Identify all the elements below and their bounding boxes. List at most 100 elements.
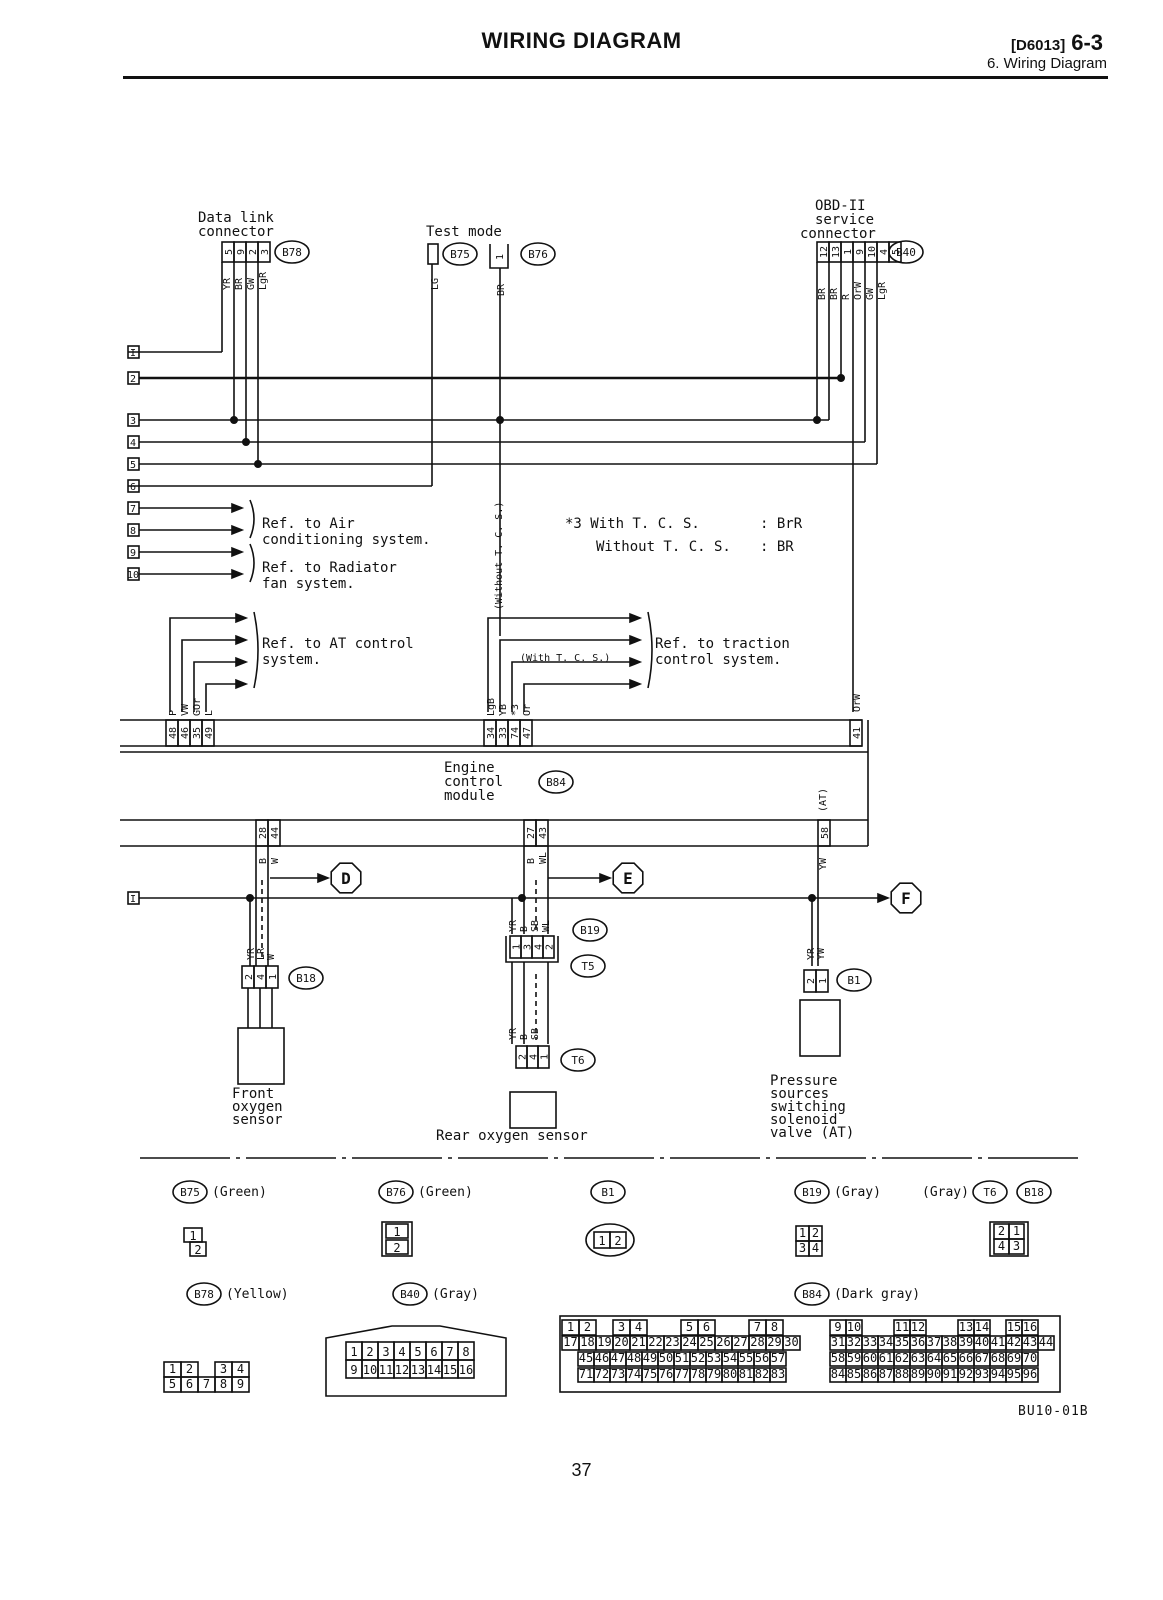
legend-b40-pin: 12 <box>395 1363 409 1377</box>
b18-connector-pin: 2 <box>244 974 255 980</box>
legend-b84-pin: 36 <box>911 1335 925 1349</box>
wire-color: W <box>270 857 281 864</box>
t6-connector-pin: 2 <box>518 1054 529 1060</box>
at-wire <box>169 617 238 712</box>
section-number: 6-3 <box>1071 30 1103 55</box>
ref-at: system. <box>262 652 321 668</box>
b40-connector-pin: 9 <box>855 249 866 255</box>
ref-bracket <box>253 611 259 689</box>
ecm-label: module <box>444 788 495 804</box>
legend-b84-cell <box>769 1351 787 1367</box>
t5-outline <box>505 936 559 963</box>
arrowhead <box>629 612 643 624</box>
valve-body <box>799 999 841 1057</box>
wire-color: YW <box>816 947 827 960</box>
wire-color: WL <box>541 920 552 932</box>
legend-b19-pin: 3 <box>799 1241 806 1255</box>
legend-b84-pin: 42 <box>1007 1335 1021 1349</box>
wire-color: VW <box>180 703 191 716</box>
ecm-label: control <box>444 774 503 790</box>
b78-connector-cell <box>257 241 271 263</box>
legend-b84-top-pin: 14 <box>975 1320 989 1334</box>
legend-b84-top-pin: 8 <box>771 1320 778 1334</box>
legend-b84-badge-outline <box>794 1282 830 1306</box>
t5-badge-outline <box>570 954 606 978</box>
ecm-pins-a-pin: 46 <box>180 727 191 739</box>
b40-connector-pin: 1 <box>843 249 854 255</box>
ecm-pins-c-cell <box>849 719 863 747</box>
front-sensor-label: oxygen <box>232 1099 283 1115</box>
arrowhead <box>629 678 643 690</box>
wire-color: YR <box>508 1027 519 1040</box>
terminal-number: 8 <box>130 526 136 537</box>
legend-b84-top-pin: 11 <box>895 1320 909 1334</box>
b40-connector-pin: 4 <box>879 249 890 255</box>
splice-dot <box>836 373 845 382</box>
legend-b40-badge-outline <box>392 1282 428 1306</box>
wire-color: GOr <box>192 698 203 716</box>
legend-pin: 2 <box>614 1234 621 1248</box>
legend-b78-cell <box>231 1376 250 1393</box>
legend-b84-pin: 71 <box>579 1367 593 1381</box>
ecm-pins-a-pin: 48 <box>168 727 179 739</box>
terminal-box <box>127 457 140 471</box>
ecm-bottom-pin-c-cell <box>817 819 831 847</box>
legend-b40-badge: B40 <box>400 1288 420 1301</box>
ground-d-outline <box>330 862 362 894</box>
legend-b76-color: (Green) <box>418 1185 473 1200</box>
legend-pin: 2 <box>194 1243 201 1257</box>
b19-badge: B19 <box>580 924 600 937</box>
wire-color: YR <box>806 947 817 960</box>
legend-b19-badge-outline <box>794 1180 830 1204</box>
legend-b40-pin: 16 <box>459 1363 473 1377</box>
b75-badge-outline <box>442 242 478 266</box>
legend-b78-pin: 6 <box>186 1377 193 1391</box>
legend-b75-cell <box>189 1241 207 1257</box>
legend-b76-badge: B76 <box>386 1186 406 1199</box>
ref-tcs: control system. <box>655 652 781 668</box>
arrowhead <box>599 872 613 884</box>
wire-color: *3 <box>510 704 521 716</box>
b1-connector-pin: 1 <box>818 978 829 984</box>
b76-badge-outline <box>520 242 556 266</box>
t6-badge: T6 <box>571 1054 584 1067</box>
valve-label: valve (AT) <box>770 1125 854 1141</box>
terminal-number: 10 <box>127 570 139 581</box>
wire-color: B <box>258 858 269 864</box>
data-link-label: connector <box>198 224 274 240</box>
legend-b1-badge-outline <box>590 1180 626 1204</box>
b75-connector <box>427 243 439 265</box>
terminal-box <box>127 545 140 559</box>
ref-bracket <box>249 543 255 583</box>
ecm-pins-b-pin: 74 <box>510 727 521 739</box>
legend-b78-pin: 8 <box>220 1377 227 1391</box>
page-number: 37 <box>571 1460 592 1480</box>
legend-t6-housing <box>989 1221 1029 1257</box>
legend-b84-pin: 79 <box>707 1367 721 1381</box>
terminal-number: 5 <box>130 460 136 471</box>
wire-color: LG <box>430 278 441 290</box>
wire-color: BR <box>496 283 507 296</box>
wire-color: GW <box>865 287 876 300</box>
wire-color: B <box>519 926 530 932</box>
terminal-number: I <box>130 348 136 359</box>
ref-bracket <box>249 499 255 539</box>
legend-b84-pin: 26 <box>716 1335 730 1349</box>
legend-b84-pin: 46 <box>595 1351 609 1365</box>
b78-connector-pin: 3 <box>260 249 271 255</box>
legend-b84-pin: 83 <box>771 1367 785 1381</box>
legend-b78-pin: 3 <box>220 1362 227 1376</box>
terminal-box <box>127 435 140 449</box>
valve-label: sources <box>770 1086 829 1102</box>
b78-connector-pin: 2 <box>248 249 259 255</box>
legend-b84-pin: 75 <box>643 1367 657 1381</box>
legend-b40-pin: 6 <box>430 1345 437 1359</box>
arrowhead <box>235 678 249 690</box>
b1-badge-outline <box>836 968 872 992</box>
note-with-tcs: (With T. C. S.) <box>520 653 610 664</box>
terminal-box <box>127 891 140 905</box>
legend-b76-cell <box>385 1223 409 1239</box>
legend-b19-cell <box>808 1240 823 1257</box>
obd-label: connector <box>800 226 876 242</box>
legend-b84-pin: 39 <box>959 1335 973 1349</box>
